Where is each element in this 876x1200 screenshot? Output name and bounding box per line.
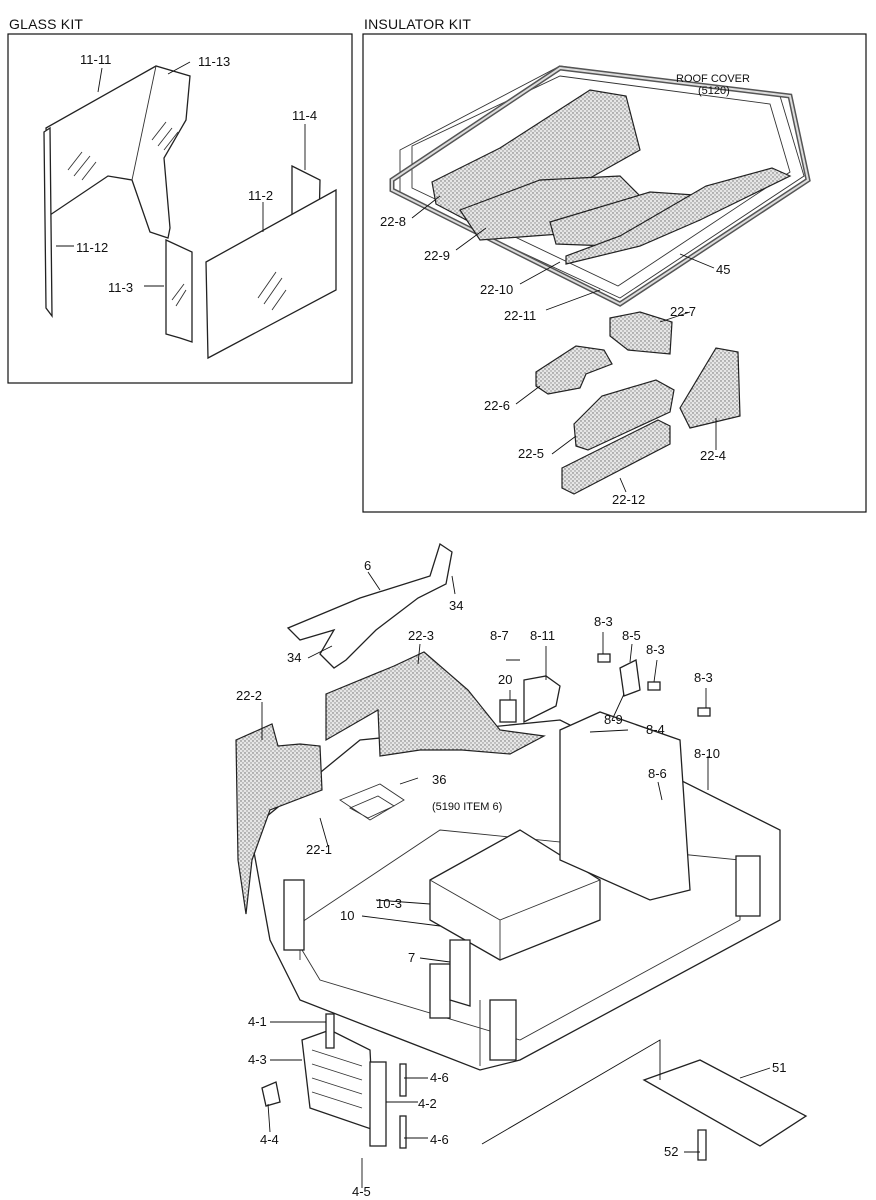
main-labels: 6 34 34 22-3 22-2 8-7 8-11 20 8-3 8-5 8-… — [236, 558, 786, 1199]
plate-8-4 — [559, 711, 691, 901]
label-45: 45 — [716, 262, 730, 277]
label-8-10: 8-10 — [694, 746, 720, 761]
part-20 — [499, 699, 517, 723]
bolt-52 — [697, 1129, 707, 1161]
label-22-1: 22-1 — [306, 842, 332, 857]
label-22-9: 22-9 — [424, 248, 450, 263]
glass-11-12 — [43, 126, 53, 318]
label-22-7: 22-7 — [670, 304, 696, 319]
insulation-22-2 — [235, 723, 323, 915]
label-22-12: 22-12 — [612, 492, 645, 507]
label-11-2: 11-2 — [248, 188, 273, 203]
label-11-12: 11-12 — [76, 240, 108, 255]
roof-cover-code: (5120) — [698, 85, 730, 97]
label-22-8: 22-8 — [380, 214, 406, 229]
frame-post-1 — [283, 879, 305, 951]
label-20: 20 — [498, 672, 512, 687]
glass-11-2 — [205, 188, 337, 360]
main-assembly — [235, 542, 808, 1188]
label-22-5: 22-5 — [518, 446, 544, 461]
insulation-22-3 — [325, 651, 546, 757]
label-6: 6 — [364, 558, 371, 573]
label-36: 36 — [432, 772, 446, 787]
label-22-10: 22-10 — [480, 282, 513, 297]
bracket-8-11 — [523, 675, 561, 724]
label-4-6-b: 4-6 — [430, 1132, 449, 1147]
label-8-11: 8-11 — [530, 628, 555, 643]
label-11-4: 11-4 — [292, 108, 317, 123]
label-5190-item-6: (5190 ITEM 6) — [432, 801, 502, 813]
label-8-7: 8-7 — [490, 628, 509, 643]
pad-22-11 — [565, 167, 792, 265]
insulator-kit-title: INSULATOR KIT — [364, 16, 472, 32]
plate-51 — [642, 1059, 808, 1147]
label-4-6-a: 4-6 — [430, 1070, 449, 1085]
label-11-3: 11-3 — [108, 280, 133, 295]
insulator-kit-panel — [362, 33, 867, 513]
strip-4-6-b — [399, 1115, 407, 1149]
pad-22-4 — [679, 347, 741, 429]
strip-4-2 — [369, 1061, 387, 1147]
roof-cover-label: ROOF COVER — [676, 73, 750, 85]
pad-22-7 — [609, 311, 673, 355]
frame-post-4 — [429, 963, 451, 1019]
label-4-2: 4-2 — [418, 1096, 437, 1111]
pad-22-5 — [573, 379, 675, 451]
label-8-4: 8-4 — [646, 722, 665, 737]
label-51: 51 — [772, 1060, 786, 1075]
label-4-5: 4-5 — [352, 1184, 371, 1199]
label-4-1: 4-1 — [248, 1014, 267, 1029]
insulator-labels: ROOF COVER (5120) 22-8 22-9 22-10 22-11 … — [380, 73, 750, 507]
floor-opening — [339, 783, 405, 821]
part-4-4 — [261, 1081, 281, 1107]
label-8-3-b: 8-3 — [646, 642, 665, 657]
label-34-b: 34 — [287, 650, 301, 665]
strip-4-6-a — [399, 1063, 407, 1097]
clip-8-3-c — [697, 707, 711, 717]
pin-4-1 — [325, 1013, 335, 1049]
panel-4-3 — [301, 1029, 375, 1131]
pad-22-12 — [561, 419, 671, 495]
latch-8-5 — [619, 659, 641, 697]
label-22-11: 22-11 — [504, 308, 536, 323]
frame-post-3 — [489, 999, 517, 1061]
glass-11-3 — [165, 238, 193, 343]
glass-kit-frame — [7, 33, 353, 384]
label-8-5: 8-5 — [622, 628, 641, 643]
bracket-6 — [286, 542, 453, 669]
label-10-3: 10-3 — [376, 896, 402, 911]
label-22-6: 22-6 — [484, 398, 510, 413]
label-8-3-a: 8-3 — [594, 614, 613, 629]
pad-22-8 — [431, 89, 641, 223]
label-52: 52 — [664, 1144, 678, 1159]
label-22-4: 22-4 — [700, 448, 726, 463]
label-4-4: 4-4 — [260, 1132, 279, 1147]
label-34-a: 34 — [449, 598, 463, 613]
label-11-11: 11-11 — [80, 52, 111, 67]
clip-8-3-a — [597, 653, 611, 663]
label-7: 7 — [408, 950, 415, 965]
seat-box-7 — [429, 829, 601, 961]
label-22-2: 22-2 — [236, 688, 262, 703]
label-4-3: 4-3 — [248, 1052, 267, 1067]
seat-stand — [449, 939, 471, 1007]
pad-22-6 — [535, 345, 613, 395]
glass-labels: 11-11 11-13 11-4 11-2 11-12 11-3 — [76, 52, 317, 295]
label-22-3: 22-3 — [408, 628, 434, 643]
label-11-13: 11-13 — [198, 54, 230, 69]
clip-8-3-b — [647, 681, 661, 691]
glass-kit-panel — [7, 33, 353, 384]
glass-kit-title: GLASS KIT — [9, 16, 84, 32]
glass-11-11 — [45, 65, 191, 239]
frame-post-2 — [735, 855, 761, 917]
insulator-kit-frame — [362, 33, 867, 513]
label-8-3-c: 8-3 — [694, 670, 713, 685]
label-8-9: 8-9 — [604, 712, 623, 727]
label-10: 10 — [340, 908, 354, 923]
label-8-6: 8-6 — [648, 766, 667, 781]
